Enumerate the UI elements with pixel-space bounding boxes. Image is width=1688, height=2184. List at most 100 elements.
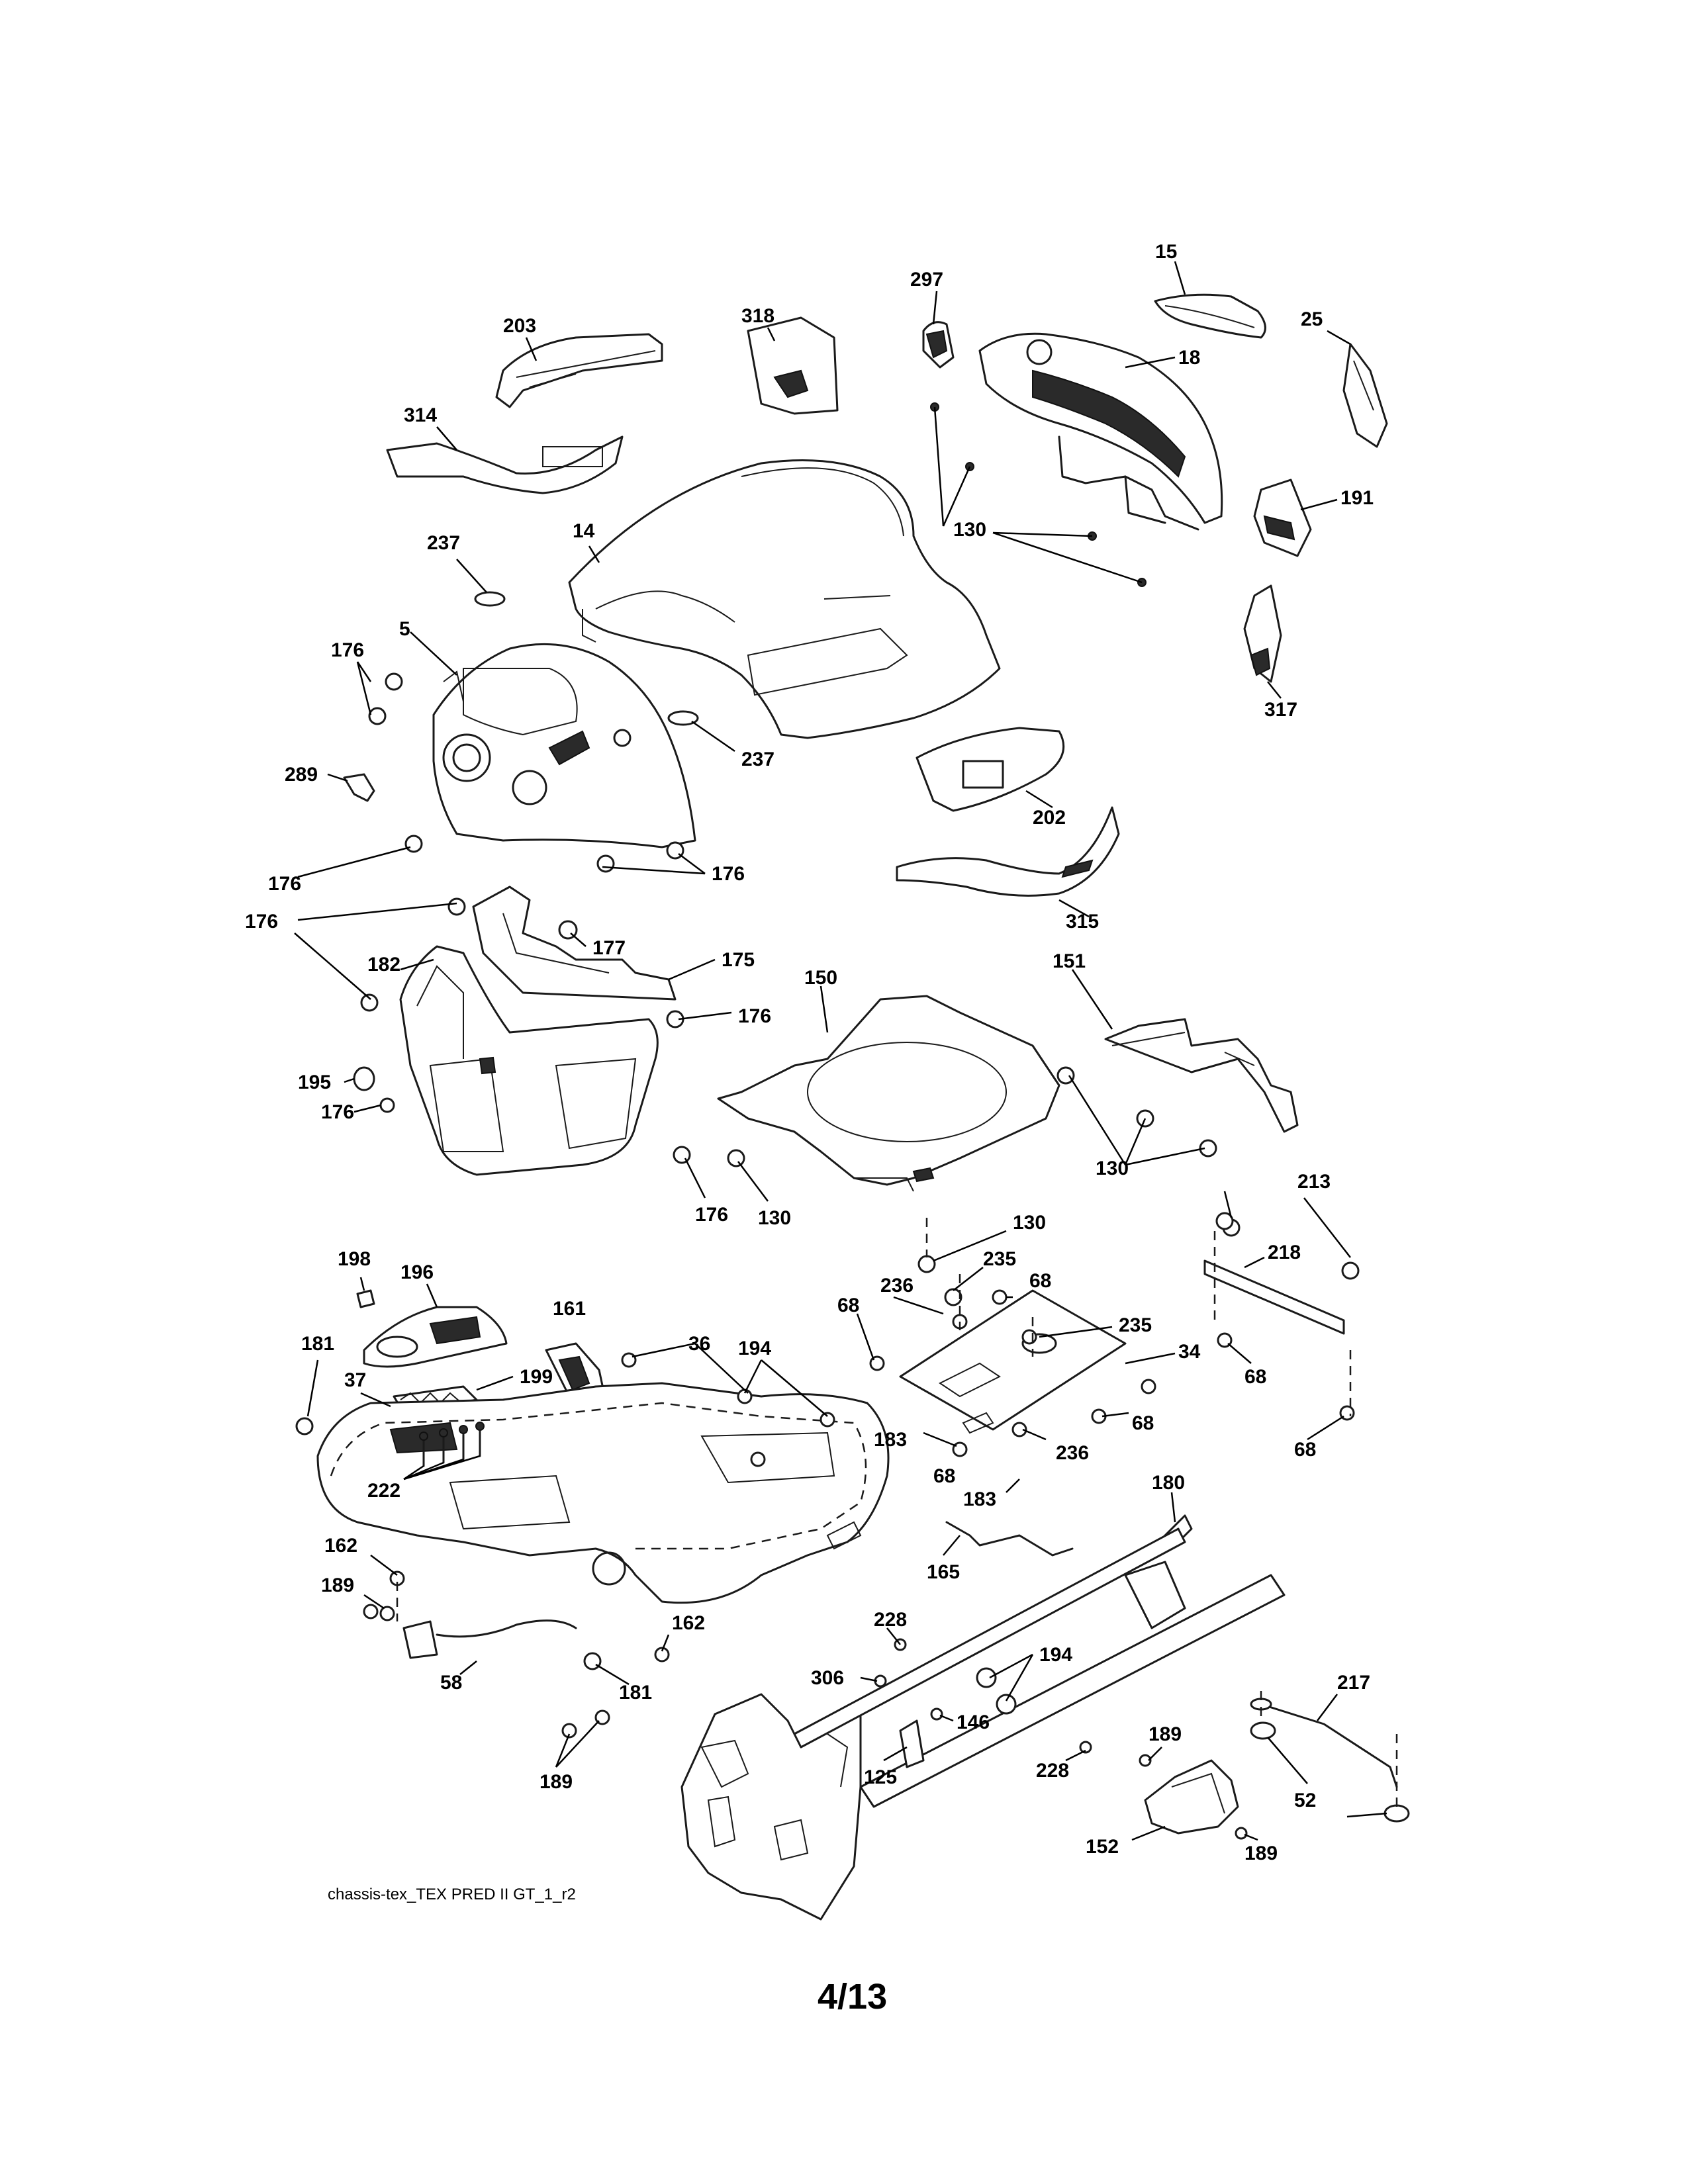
part-bracket-125	[899, 1719, 925, 1768]
callout-189-bottom-left: 189	[539, 1771, 573, 1793]
leader-lines	[294, 261, 1387, 1841]
callout-125: 125	[864, 1766, 897, 1788]
callout-228-bottom: 228	[1036, 1760, 1069, 1782]
callout-130-pan-bottom: 130	[758, 1207, 791, 1229]
part-dash-panel-5	[432, 643, 696, 848]
callout-222: 222	[367, 1480, 400, 1502]
callout-183-top: 183	[874, 1429, 907, 1451]
callout-68-right-218: 68	[1244, 1366, 1266, 1388]
callout-191: 191	[1340, 487, 1374, 509]
part-clip-289	[343, 773, 375, 802]
part-footwell-37	[316, 1382, 890, 1604]
part-plug-195	[353, 1066, 375, 1091]
callout-58: 58	[440, 1672, 462, 1694]
callout-25: 25	[1301, 308, 1323, 330]
callout-177: 177	[592, 937, 626, 959]
part-bracket-203	[495, 333, 663, 408]
part-fasteners	[295, 402, 1360, 1840]
part-bracket-191	[1253, 478, 1312, 557]
callout-175: 175	[722, 949, 755, 971]
callout-130-hood: 130	[953, 519, 986, 541]
callout-235-top: 235	[983, 1248, 1016, 1270]
callout-18: 18	[1178, 347, 1200, 369]
callout-213: 213	[1297, 1171, 1331, 1193]
part-headlight-lens	[1154, 293, 1266, 339]
callout-181-bottom: 181	[619, 1682, 652, 1704]
part-hood-14	[568, 459, 1001, 739]
callout-236-top: 236	[880, 1275, 914, 1297]
part-bushing-52-a	[1250, 1721, 1276, 1740]
callout-176-g: 176	[695, 1204, 728, 1226]
callout-176-b: 176	[268, 873, 301, 895]
callout-237-top: 237	[427, 532, 460, 554]
callout-237-bottom: 237	[741, 749, 774, 770]
callout-314: 314	[404, 404, 437, 426]
part-rod-165	[945, 1521, 1074, 1557]
part-cover-196	[363, 1306, 508, 1368]
callout-228-top: 228	[874, 1609, 907, 1631]
part-cable-58	[402, 1619, 577, 1659]
callout-203: 203	[503, 315, 536, 337]
callout-150: 150	[804, 967, 837, 989]
part-front-panel-182	[399, 945, 659, 1176]
callout-315: 315	[1066, 911, 1099, 933]
part-panel-314	[386, 435, 624, 494]
callout-202: 202	[1033, 807, 1066, 829]
part-studs-222	[419, 1422, 485, 1467]
callout-306: 306	[811, 1667, 844, 1689]
part-clip-198	[356, 1289, 375, 1308]
callout-161: 161	[553, 1298, 586, 1320]
part-bushing-52-b	[1383, 1804, 1410, 1823]
callout-176-c: 176	[712, 863, 745, 885]
callout-labels: 15 25 297 18 203 318 314 191 130 237 14 …	[245, 241, 1374, 1864]
callout-199: 199	[520, 1366, 553, 1388]
alignment-lines	[396, 1218, 1398, 1810]
callout-36: 36	[688, 1333, 710, 1355]
callout-162-left: 162	[324, 1535, 357, 1557]
callout-130-plate: 130	[1013, 1212, 1046, 1234]
callout-5: 5	[399, 618, 410, 640]
callout-162-right: 162	[672, 1612, 705, 1634]
part-plate-34	[899, 1289, 1127, 1434]
callout-194-top: 194	[738, 1338, 771, 1359]
callout-189-left: 189	[321, 1574, 354, 1596]
callout-68-far-right: 68	[1294, 1439, 1316, 1461]
callout-151: 151	[1053, 950, 1086, 972]
callout-217: 217	[1337, 1672, 1370, 1694]
callout-183-bottom: 183	[963, 1488, 996, 1510]
callout-218: 218	[1268, 1242, 1301, 1263]
callout-146: 146	[957, 1711, 990, 1733]
part-bracket-151	[1104, 1018, 1299, 1133]
callout-195: 195	[298, 1071, 331, 1093]
callout-15: 15	[1155, 241, 1177, 263]
part-trim-315	[896, 806, 1120, 897]
callout-152: 152	[1086, 1836, 1119, 1858]
callout-176-f: 176	[321, 1101, 354, 1123]
callout-130-pan: 130	[1096, 1158, 1129, 1179]
page-number: 4/13	[818, 1977, 887, 2017]
callout-189-right-bottom: 189	[1244, 1843, 1278, 1864]
part-plug-237-a	[474, 591, 506, 607]
callout-68-top: 68	[1029, 1270, 1051, 1292]
part-pan-150	[717, 995, 1060, 1192]
part-small-lens	[1342, 343, 1388, 448]
callout-235-right: 235	[1119, 1314, 1152, 1336]
part-frame-180	[680, 1514, 1286, 1921]
callout-297: 297	[910, 269, 943, 291]
callout-236-bottom: 236	[1056, 1442, 1089, 1464]
part-rod-217	[1250, 1698, 1398, 1788]
callout-165: 165	[927, 1561, 960, 1583]
callout-198: 198	[338, 1248, 371, 1270]
part-bracket-152	[1144, 1759, 1239, 1835]
callout-37: 37	[344, 1369, 366, 1391]
part-bracket-297	[922, 321, 955, 369]
callout-68-plate: 68	[1132, 1412, 1154, 1434]
callout-189-right-top: 189	[1149, 1723, 1182, 1745]
part-bracket-317	[1243, 584, 1282, 683]
part-bracket-175	[472, 886, 677, 1001]
callout-181-left: 181	[301, 1333, 334, 1355]
drawing-id: chassis-tex_TEX PRED II GT_1_r2	[328, 1886, 576, 1903]
part-plug-237-b	[667, 710, 699, 726]
callout-289: 289	[285, 764, 318, 786]
